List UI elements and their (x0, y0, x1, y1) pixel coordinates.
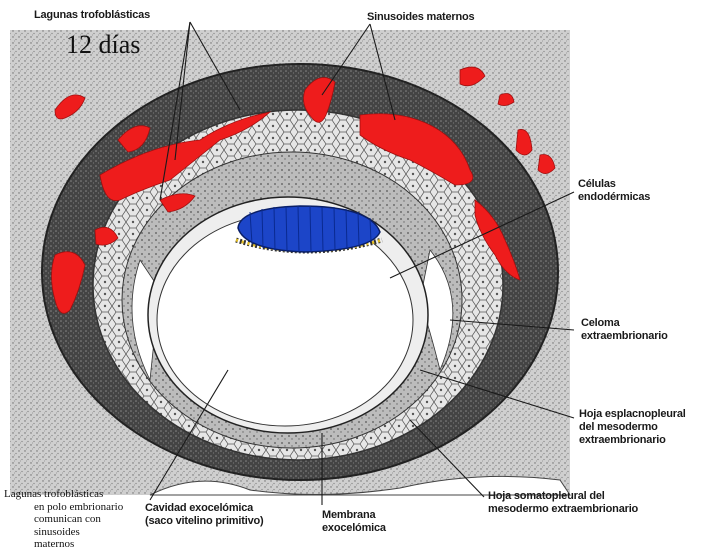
label-celulas-line-2: endodérmicas (578, 191, 650, 204)
label-esplacno-line-1: Hoja esplacnopleural (579, 408, 686, 421)
label-membrana-line-1: Membrana (322, 509, 386, 522)
label-celoma-line-1: Celoma (581, 317, 668, 330)
label-somato-line-1: Hoja somatopleural del (488, 490, 638, 503)
label-lagunas-trofoblasticas: Lagunas trofoblásticas (34, 9, 150, 22)
annotation-note: Lagunas trofoblásticas en polo embrionar… (4, 488, 123, 551)
label-membrana-exocelomica: Membrana exocelómica (322, 509, 386, 535)
note-line-4: sinusoides (4, 526, 123, 539)
label-cavidad-line-1: Cavidad exocelómica (145, 502, 263, 515)
label-somato-line-2: mesodermo extraembrionario (488, 503, 638, 516)
note-line-2: en polo embrionario (4, 501, 123, 514)
label-cavidad-exocelomica: Cavidad exocelómica (saco vitelino primi… (145, 502, 263, 528)
label-sinusoides-text: Sinusoides maternos (367, 11, 474, 24)
note-line-5: maternos (4, 538, 123, 551)
label-membrana-line-2: exocelómica (322, 522, 386, 535)
label-cavidad-line-2: (saco vitelino primitivo) (145, 515, 263, 528)
lacuna-8 (498, 94, 514, 106)
label-celulas-endodermicas: Células endodérmicas (578, 178, 650, 204)
note-line-3: comunican con (4, 513, 123, 526)
label-hoja-somatopleural: Hoja somatopleural del mesodermo extraem… (488, 490, 638, 516)
label-celoma-extraembrionario: Celoma extraembrionario (581, 317, 668, 343)
note-line-1: Lagunas trofoblásticas (4, 488, 123, 501)
label-sinusoides-maternos: Sinusoides maternos (367, 11, 474, 24)
label-lagunas-text: Lagunas trofoblásticas (34, 9, 150, 22)
label-hoja-esplacnopleural: Hoja esplacnopleural del mesodermo extra… (579, 408, 686, 447)
label-esplacno-line-2: del mesodermo (579, 421, 686, 434)
label-esplacno-line-3: extraembrionario (579, 434, 686, 447)
label-celoma-line-2: extraembrionario (581, 330, 668, 343)
label-celulas-line-1: Células (578, 178, 650, 191)
stage-day-label: 12 días (66, 30, 140, 60)
